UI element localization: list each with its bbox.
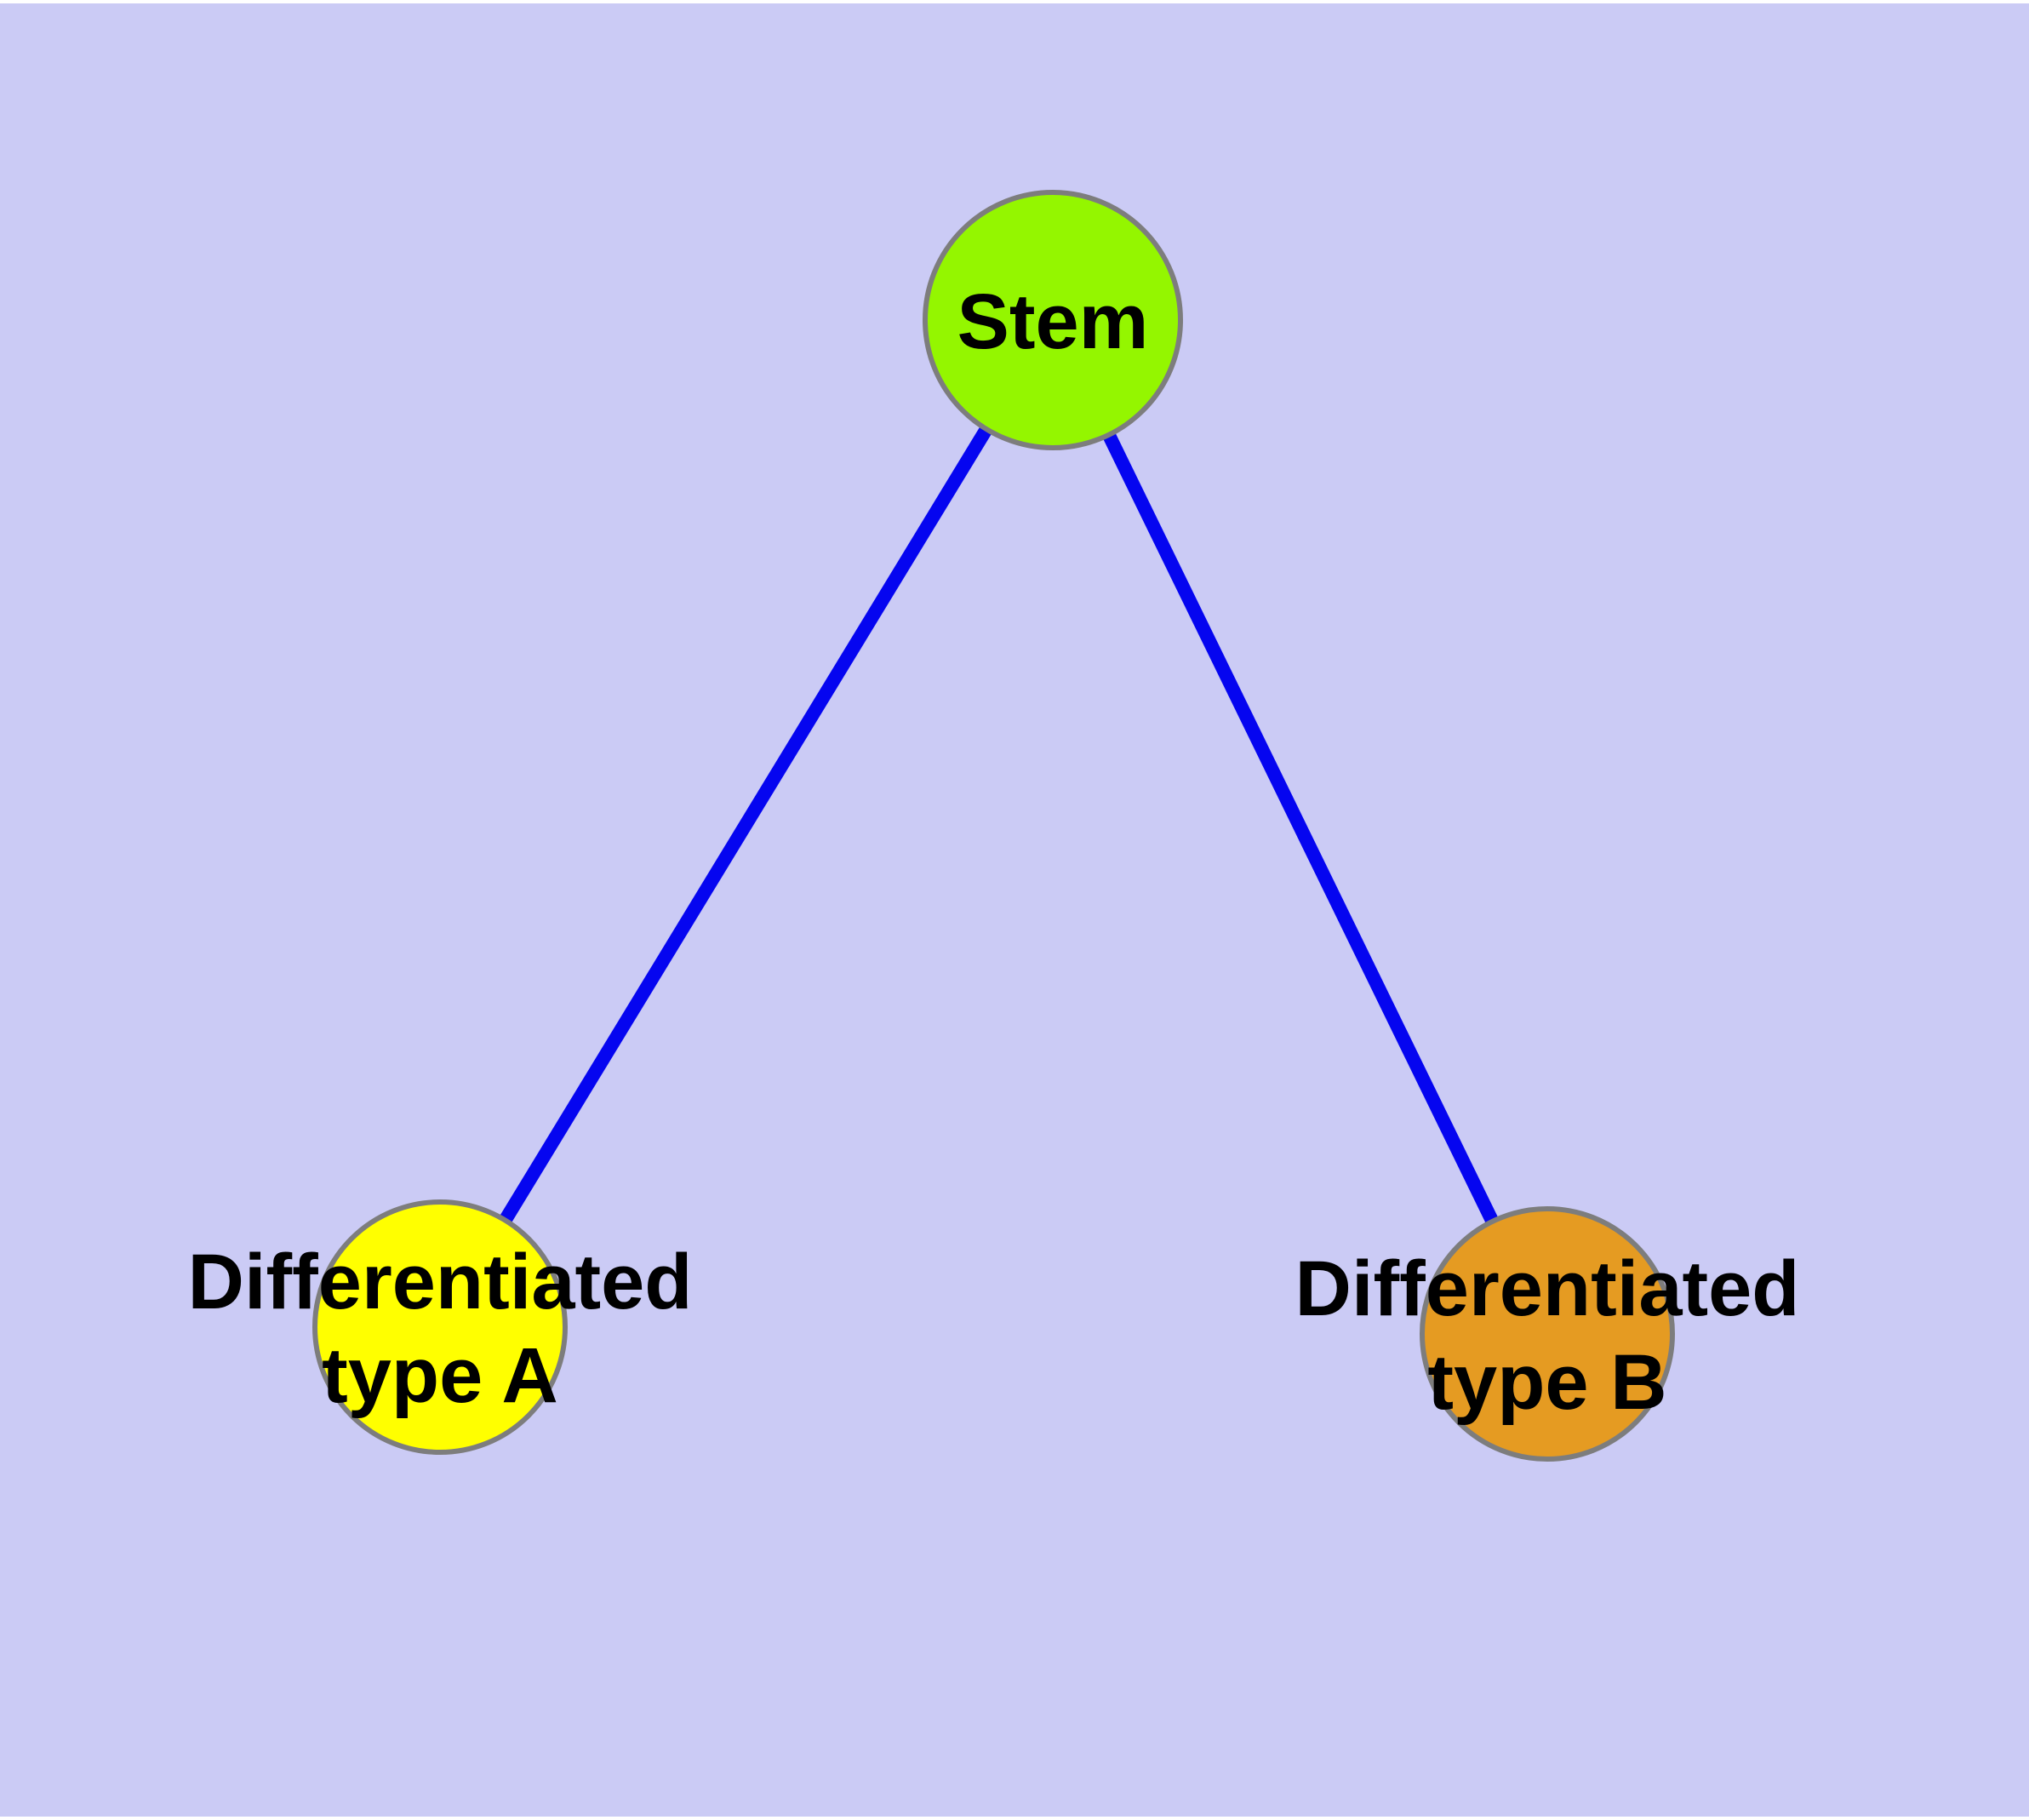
node-type-a-circle	[312, 1199, 568, 1455]
node-type-a-label-line2: type A	[322, 1332, 558, 1419]
node-stem-circle	[923, 190, 1183, 450]
node-type-b-label-line2: type B	[1427, 1339, 1666, 1426]
node-type-b-label-line1: Differentiated	[1295, 1245, 1800, 1332]
node-type-a-label-line1: Differentiated	[188, 1239, 693, 1325]
node-type-b-circle	[1420, 1206, 1675, 1462]
edge-stem-to-type-a	[434, 316, 1059, 1331]
node-stem: Stem	[923, 190, 1183, 450]
node-stem-label: Stem	[957, 278, 1149, 365]
node-type-b: Differentiated type B	[1295, 1206, 1800, 1462]
node-type-a: Differentiated type A	[188, 1199, 693, 1455]
edge-stem-to-type-b	[1046, 317, 1554, 1337]
